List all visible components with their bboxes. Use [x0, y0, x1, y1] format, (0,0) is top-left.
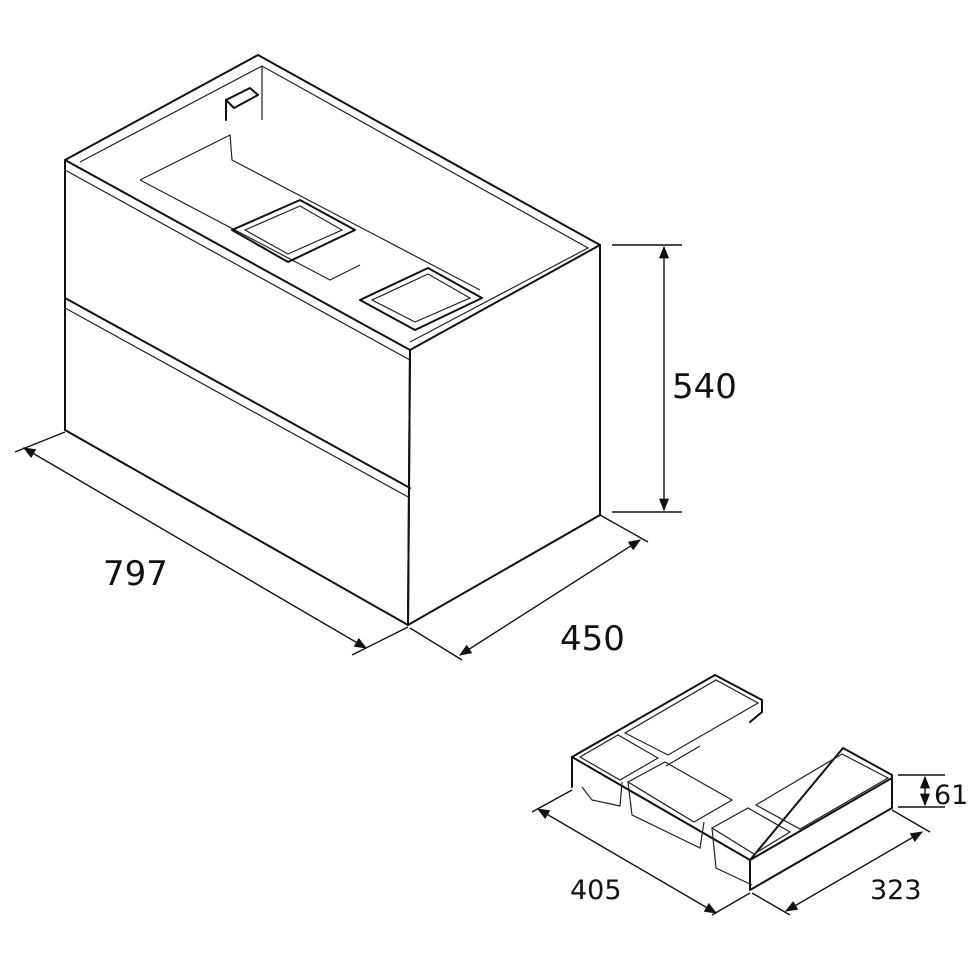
- cabinet-dimensions: [14, 244, 682, 661]
- inner-sink-tray: [231, 199, 356, 263]
- hinge-icon: [225, 87, 259, 109]
- inner-sink-tray: [359, 267, 483, 331]
- height-label: 540: [672, 367, 737, 407]
- width-dimension-line: [22, 447, 368, 649]
- cabinet-top-rim: [64, 54, 601, 246]
- cabinet-drawing: [64, 54, 601, 626]
- organizer-depth-label: 323: [870, 875, 922, 906]
- organizer-width-label: 405: [570, 875, 622, 906]
- organizer-drawing: [571, 674, 893, 891]
- organizer-height-label: 61: [934, 780, 968, 811]
- organizer-compartment: [754, 753, 890, 830]
- depth-label: 450: [560, 619, 625, 659]
- organizer-width-line: [536, 808, 718, 914]
- cabinet-side: [407, 244, 601, 626]
- width-label: 797: [103, 554, 168, 594]
- organizer-compartment: [710, 807, 792, 855]
- organizer-compartment: [626, 761, 734, 823]
- cabinet-inner-rim: [79, 65, 590, 343]
- organizer-compartment: [623, 679, 760, 756]
- organizer-depth-line: [784, 831, 924, 912]
- organizer-compartment: [578, 734, 660, 781]
- organizer-dimensions: [531, 774, 945, 916]
- depth-dimension-line: [458, 539, 642, 656]
